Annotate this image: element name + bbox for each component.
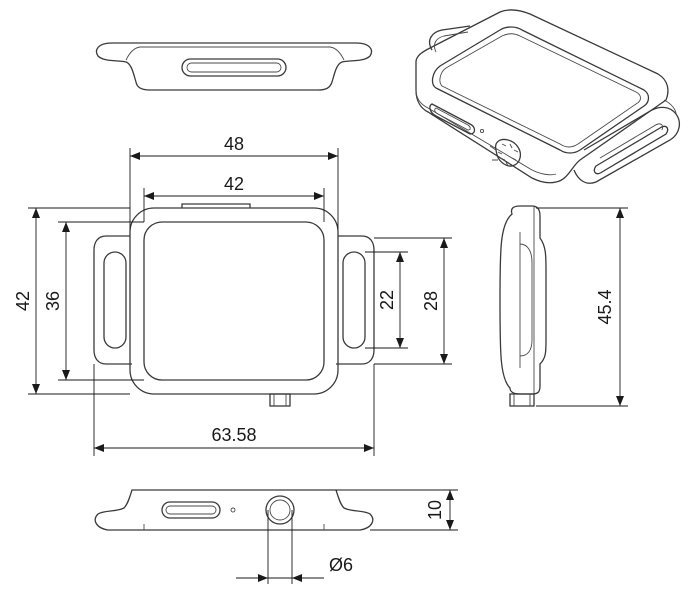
- front-dimensions: [28, 148, 452, 456]
- bottom-dimensions: [236, 489, 458, 584]
- dim-crown-diameter: Ø6: [329, 555, 353, 575]
- dim-overall-width: 63.58: [211, 425, 256, 445]
- dim-case-width-outer: 48: [224, 134, 244, 154]
- dim-lug-slot-length: 22: [377, 290, 397, 310]
- dim-case-thickness: 10: [425, 500, 445, 520]
- bottom-view: [94, 489, 374, 531]
- dim-case-width-inner: 42: [224, 174, 244, 194]
- top-view: [95, 42, 373, 91]
- right-side-view: [499, 205, 547, 407]
- dim-lug-height: 28: [421, 291, 441, 311]
- side-dimensions: [536, 207, 628, 407]
- front-view: [93, 203, 375, 407]
- dim-case-height-outer: 42: [13, 291, 33, 311]
- isometric-view: [415, 9, 681, 184]
- dim-case-height-inner: 36: [43, 291, 63, 311]
- dim-side-height: 45.4: [595, 289, 615, 324]
